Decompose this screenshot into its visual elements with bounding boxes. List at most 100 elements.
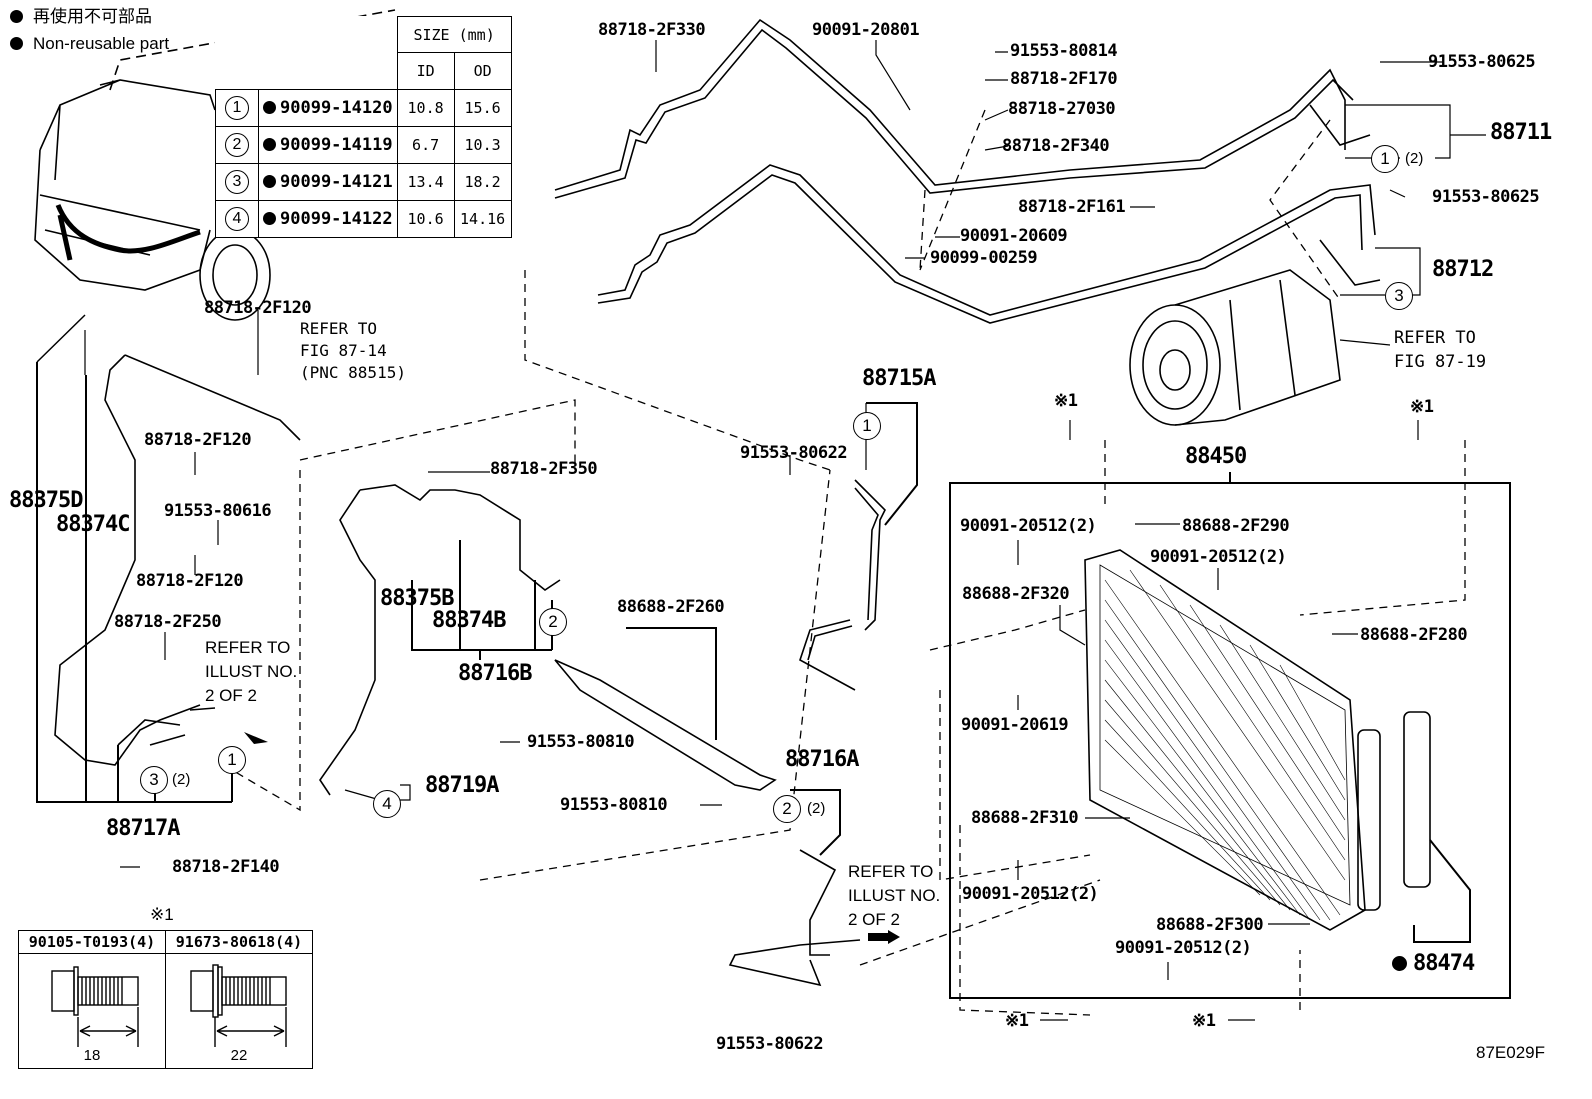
legend-english-text: Non-reusable part [33, 34, 170, 53]
quantity-label: (2) [807, 800, 826, 817]
part-label-88718-2F170[interactable]: 88718-2F170 [1010, 69, 1118, 89]
part-label-88716B[interactable]: 88716B [458, 661, 532, 686]
part-label-88375B[interactable]: 88375B [380, 586, 454, 611]
part-label-88688-2F280[interactable]: 88688-2F280 [1360, 625, 1468, 645]
ref-circle-1: 1 [853, 412, 881, 440]
ref-circle-3: 3 [1385, 282, 1413, 310]
mark-1: ※1 [1410, 397, 1434, 417]
non-reusable-dot-icon [263, 100, 276, 114]
part-label-91553-80622[interactable]: 91553-80622 [740, 443, 848, 463]
bolt-length: 22 [230, 1047, 248, 1064]
refer-illust-2-of-2[interactable]: REFER TO ILLUST NO. 2 OF 2 [205, 636, 297, 708]
inner-diameter: 10.6 [396, 199, 455, 238]
refer-line: REFER TO [848, 862, 934, 881]
bolt-part-number[interactable]: 90105-T0193(4) [18, 930, 166, 954]
arrow-right-icon [868, 930, 900, 944]
part-label-90091-20801[interactable]: 90091-20801 [812, 20, 920, 40]
part-label-88718-2F330[interactable]: 88718-2F330 [598, 20, 706, 40]
ref-circle-1: 1 [218, 746, 246, 774]
size-row: 4 90099-14122 10.6 14.16 [215, 199, 512, 238]
part-label-90091-20512[interactable]: 90091-20512(2) [962, 884, 1099, 904]
part-label-88718-2F120[interactable]: 88718-2F120 [136, 571, 244, 591]
part-number[interactable]: 90099-14121 [280, 171, 393, 192]
part-label-88688-2F300[interactable]: 88688-2F300 [1156, 915, 1264, 935]
part-label-88718-2F350[interactable]: 88718-2F350 [490, 459, 598, 479]
part-label-91553-80625[interactable]: 91553-80625 [1432, 187, 1540, 207]
part-label-88712[interactable]: 88712 [1432, 257, 1494, 282]
part-label-88719A[interactable]: 88719A [425, 773, 499, 798]
part-label-91553-80616[interactable]: 91553-80616 [164, 501, 272, 521]
size-row: 2 90099-14119 6.7 10.3 [215, 125, 512, 164]
part-number[interactable]: 90099-14120 [280, 97, 393, 118]
part-label-90091-20512[interactable]: 90091-20512(2) [960, 516, 1097, 536]
outer-diameter: 15.6 [453, 88, 512, 127]
bracket-88688-2F260 [554, 627, 777, 791]
bolt-with-washer-icon [190, 964, 287, 1047]
part-label-91553-80810[interactable]: 91553-80810 [560, 795, 668, 815]
part-label-90099-00259[interactable]: 90099-00259 [930, 248, 1038, 268]
part-label-88474[interactable]: 88474 [1392, 953, 1475, 975]
part-label-88688-2F290[interactable]: 88688-2F290 [1182, 516, 1290, 536]
refer-fig-87-19[interactable]: REFER TO FIG 87-19 [1394, 326, 1486, 374]
part-label-90091-20609[interactable]: 90091-20609 [960, 226, 1068, 246]
part-label-90091-20512[interactable]: 90091-20512(2) [1115, 938, 1252, 958]
part-label-88718-2F120[interactable]: 88718-2F120 [144, 430, 252, 450]
part-number[interactable]: 90099-14122 [280, 208, 393, 229]
part-label-88718-2F250[interactable]: 88718-2F250 [114, 612, 222, 632]
pipe-88711 [554, 18, 1371, 199]
legend-japanese-text: 再使用不可部品 [33, 7, 152, 26]
refer-line: ILLUST NO. [205, 662, 298, 681]
part-label-88711[interactable]: 88711 [1490, 120, 1552, 145]
pipe-88712 [597, 164, 1381, 324]
legend-japanese: 再使用不可部品 [10, 8, 152, 25]
ref-circle-2: 2 [773, 795, 801, 823]
part-label-91553-80810[interactable]: 91553-80810 [527, 732, 635, 752]
part-label-88688-2F310[interactable]: 88688-2F310 [971, 808, 1079, 828]
outer-diameter: 18.2 [453, 162, 512, 201]
outer-diameter: 10.3 [453, 125, 512, 164]
col-od-header: OD [453, 52, 512, 90]
part-label-90091-20512[interactable]: 90091-20512(2) [1150, 547, 1287, 567]
non-reusable-dot-icon [263, 137, 276, 151]
part-label-88688-2F320[interactable]: 88688-2F320 [962, 584, 1070, 604]
part-label-88718-27030[interactable]: 88718-27030 [1008, 99, 1116, 119]
refer-line: (PNC 88515) [300, 363, 406, 382]
mark-1: ※1 [1005, 1011, 1029, 1031]
part-label-91553-80625[interactable]: 91553-80625 [1428, 52, 1536, 72]
non-reusable-dot-icon [263, 211, 276, 225]
part-label-88718-2F161[interactable]: 88718-2F161 [1018, 197, 1126, 217]
size-row: 3 90099-14121 13.4 18.2 [215, 162, 512, 201]
inner-diameter: 13.4 [396, 162, 455, 201]
ref-circle: 2 [225, 132, 249, 157]
refer-line: FIG 87-14 [300, 341, 387, 360]
part-label-91553-80814[interactable]: 91553-80814 [1010, 41, 1118, 61]
figure-id: 87E029F [1476, 1043, 1545, 1062]
part-label-88718-2F120[interactable]: 88718-2F120 [204, 298, 312, 318]
refer-fig-87-14[interactable]: REFER TO FIG 87-14 (PNC 88515) [300, 318, 406, 384]
ref-circle-1: 1 [1371, 145, 1399, 173]
part-label-88375D[interactable]: 88375D [9, 488, 83, 513]
part-label-88716A[interactable]: 88716A [785, 747, 859, 772]
part-label-88374C[interactable]: 88374C [56, 512, 130, 537]
quantity-label: (2) [172, 771, 191, 788]
part-label-88450[interactable]: 88450 [1185, 444, 1247, 469]
refer-illust-2-of-2[interactable]: REFER TO ILLUST NO. 2 OF 2 [848, 860, 940, 932]
part-number[interactable]: 90099-14119 [280, 134, 393, 155]
part-label-88718-2F340[interactable]: 88718-2F340 [1002, 136, 1110, 156]
part-label-88718-2F140[interactable]: 88718-2F140 [172, 857, 280, 877]
part-label-88715A[interactable]: 88715A [862, 366, 936, 391]
non-reusable-dot-icon [10, 37, 23, 50]
part-label-90091-20619[interactable]: 90091-20619 [961, 715, 1069, 735]
condenser-fins [1104, 569, 1346, 921]
leader-lines [120, 40, 1486, 1021]
ref-circle: 1 [225, 95, 249, 120]
bolt-part-number[interactable]: 91673-80618(4) [165, 930, 313, 954]
non-reusable-dot-icon [263, 174, 276, 188]
part-label-88374B[interactable]: 88374B [432, 608, 506, 633]
mark-1: ※1 [1054, 391, 1078, 411]
part-label-91553-80622[interactable]: 91553-80622 [716, 1034, 824, 1054]
part-label-88717A[interactable]: 88717A [106, 816, 180, 841]
refer-line: ILLUST NO. [848, 886, 941, 905]
bolt-icon [51, 966, 139, 1047]
part-label-88688-2F260[interactable]: 88688-2F260 [617, 597, 725, 617]
